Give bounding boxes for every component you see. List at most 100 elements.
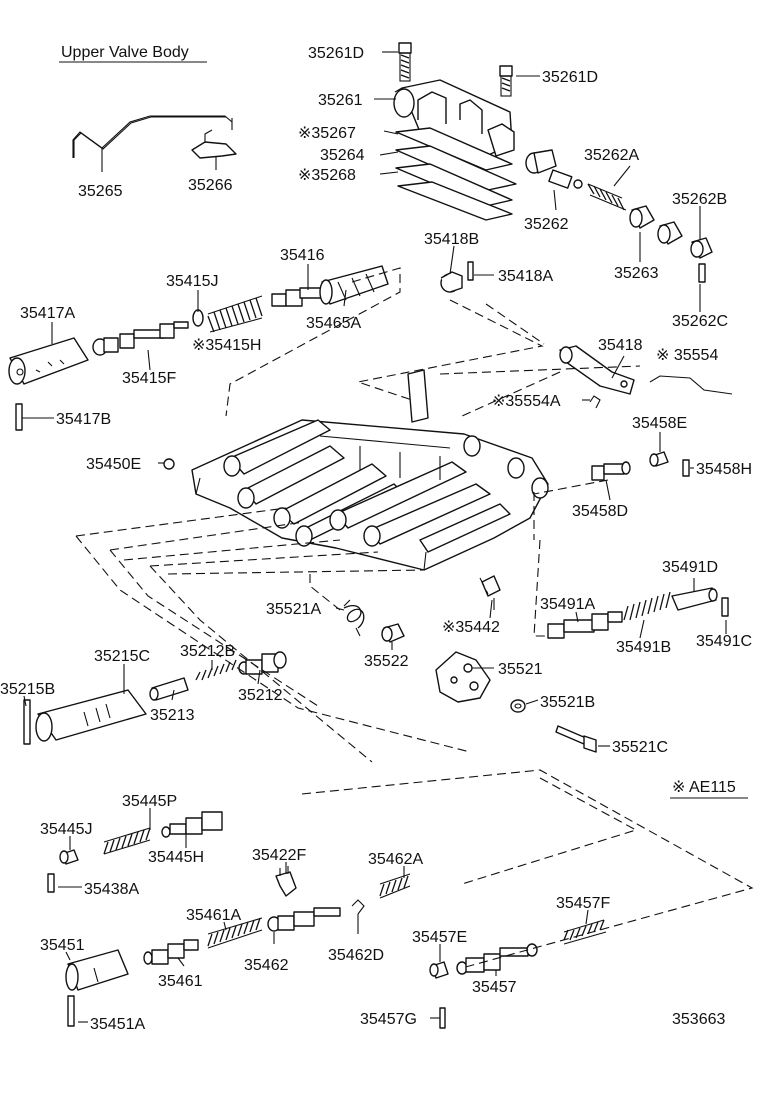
part-35445H-valve xyxy=(161,811,223,838)
label-35212B: 35212B xyxy=(180,643,235,660)
label-35267: ※35267 xyxy=(298,125,356,142)
label-35417B: 35417B xyxy=(56,411,111,428)
diagram-title: Upper Valve Body xyxy=(61,44,189,61)
part-35212B-spring xyxy=(195,659,237,681)
label-35213: 35213 xyxy=(150,707,195,724)
part-35458D-valve xyxy=(591,461,631,481)
part-35465A-sleeve xyxy=(319,265,389,305)
label-35261D-a: 35261D xyxy=(308,45,364,62)
part-35451A-pin xyxy=(67,995,75,1027)
part-35262-valve xyxy=(525,149,583,189)
part-35462D-clip xyxy=(351,899,365,915)
label-35422F: 35422F xyxy=(252,847,306,864)
label-35554: ※ 35554 xyxy=(656,347,718,364)
label-35457: 35457 xyxy=(472,979,517,996)
label-35212: 35212 xyxy=(238,687,283,704)
label-35465A: 35465A xyxy=(306,315,361,332)
label-35262B: 35262B xyxy=(672,191,727,208)
label-35262: 35262 xyxy=(524,216,569,233)
part-35445J-plug xyxy=(59,849,79,865)
part-35458E-plug xyxy=(649,451,669,467)
label-35458D: 35458D xyxy=(572,503,628,520)
label-35418A: 35418A xyxy=(498,268,553,285)
label-35521: 35521 xyxy=(498,661,543,678)
part-35458H-pin xyxy=(682,459,690,477)
label-35461A: 35461A xyxy=(186,907,241,924)
part-35262B-plug xyxy=(690,237,713,259)
part-35261D-bolt-a xyxy=(398,42,412,82)
part-35451-sleeve xyxy=(65,949,129,991)
label-35462: 35462 xyxy=(244,957,289,974)
part-35213-plug xyxy=(149,677,189,701)
label-35438A: 35438A xyxy=(84,881,139,898)
label-35215C: 35215C xyxy=(94,648,150,665)
figure-number: 353663 xyxy=(672,1011,725,1028)
label-35264: 35264 xyxy=(320,147,365,164)
label-35263: 35263 xyxy=(614,265,659,282)
part-35418A-pin xyxy=(467,261,474,281)
label-35416: 35416 xyxy=(280,247,325,264)
part-35416-valve xyxy=(271,287,325,307)
label-35262A: 35262A xyxy=(584,147,639,164)
part-35266-bracket xyxy=(191,129,237,170)
label-35266: 35266 xyxy=(188,177,233,194)
part-35215B-pin xyxy=(23,699,31,745)
part-35215C-sleeve xyxy=(35,689,147,742)
label-35261: 35261 xyxy=(318,92,363,109)
part-35262A-spring xyxy=(587,183,627,211)
label-35265: 35265 xyxy=(78,183,123,200)
label-35491C: 35491C xyxy=(696,633,752,650)
label-35417A: 35417A xyxy=(20,305,75,322)
assembly-dashed-lines xyxy=(75,267,754,969)
part-35491A-valve xyxy=(547,611,623,639)
label-35215B: 35215B xyxy=(0,681,55,698)
label-35521B: 35521B xyxy=(540,694,595,711)
part-35422F-clip xyxy=(275,866,297,897)
part-35521-plate xyxy=(435,651,491,703)
part-35212-valve xyxy=(238,651,287,675)
part-35415F-valve xyxy=(92,321,189,356)
part-35521C-bolt xyxy=(555,725,597,753)
label-35457E: 35457E xyxy=(412,929,467,946)
part-35491C-pin xyxy=(721,597,729,617)
part-35415J-seat xyxy=(192,309,204,327)
label-35462A: 35462A xyxy=(368,851,423,868)
label-35450E: 35450E xyxy=(86,456,141,473)
part-35265-wire xyxy=(72,115,233,172)
label-35415J: 35415J xyxy=(166,273,219,290)
part-35457F-spring xyxy=(563,919,607,945)
part-35521A-spring xyxy=(343,599,365,637)
part-35522-plug xyxy=(381,623,405,643)
label-35457F: 35457F xyxy=(556,895,610,912)
part-35461-valve xyxy=(143,939,199,965)
label-35521C: 35521C xyxy=(612,739,668,756)
label-35554A: ※35554A xyxy=(492,393,561,410)
label-35521A: 35521A xyxy=(266,601,321,618)
label-35418: 35418 xyxy=(598,337,643,354)
part-valve-body-main xyxy=(191,369,549,571)
part-35457-valve xyxy=(456,943,538,975)
part-35457E-plug xyxy=(429,961,449,979)
part-35462-valve xyxy=(267,907,341,932)
part-35457G-pin xyxy=(439,1007,446,1029)
part-35450E-ball xyxy=(163,458,175,470)
label-35261D-b: 35261D xyxy=(542,69,598,86)
label-35491D: 35491D xyxy=(662,559,718,576)
label-35457G: 35457G xyxy=(360,1011,417,1028)
part-35418B-plug xyxy=(440,271,463,293)
part-gasket-plates xyxy=(395,127,517,221)
label-35458E: 35458E xyxy=(632,415,687,432)
part-35462A-spring xyxy=(379,873,411,899)
label-35451A: 35451A xyxy=(90,1016,145,1033)
label-35458H: 35458H xyxy=(696,461,752,478)
part-35461A-spring xyxy=(207,917,263,949)
leader-lines xyxy=(22,51,727,1023)
label-35268: ※35268 xyxy=(298,167,356,184)
part-35417B-pin xyxy=(15,403,23,431)
part-35554A-clip xyxy=(589,395,601,409)
label-35415H: ※35415H xyxy=(192,337,261,354)
label-35491B: 35491B xyxy=(616,639,671,656)
part-35521B-washer xyxy=(510,699,526,713)
label-35491A: 35491A xyxy=(540,596,595,613)
